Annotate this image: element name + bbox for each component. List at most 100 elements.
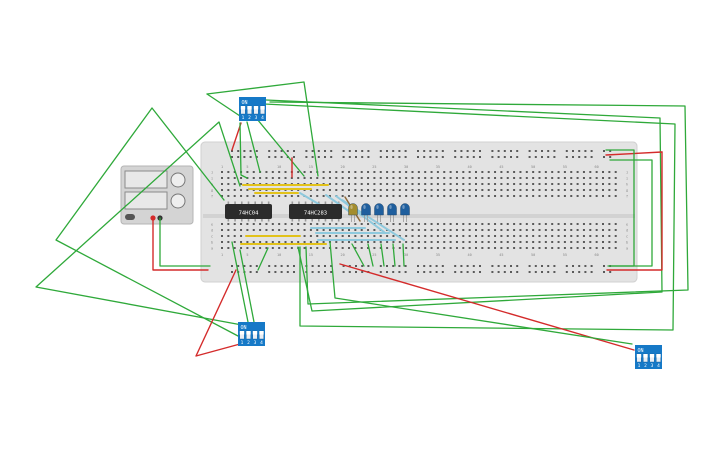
breadboard-hole[interactable]: [398, 195, 401, 197]
breadboard-hole[interactable]: [582, 183, 585, 185]
breadboard-hole[interactable]: [500, 235, 503, 237]
breadboard-hole[interactable]: [500, 247, 503, 249]
breadboard-hole[interactable]: [316, 247, 319, 249]
breadboard-hole[interactable]: [608, 247, 611, 249]
breadboard-hole[interactable]: [398, 229, 401, 231]
breadboard-hole[interactable]: [430, 223, 433, 225]
breadboard-hole[interactable]: [614, 229, 617, 231]
breadboard-hole[interactable]: [595, 183, 598, 185]
breadboard-hole[interactable]: [455, 223, 458, 225]
breadboard-hole[interactable]: [576, 229, 579, 231]
breadboard-hole[interactable]: [455, 241, 458, 243]
rail-hole[interactable]: [268, 150, 271, 152]
breadboard-hole[interactable]: [582, 189, 585, 191]
breadboard-hole[interactable]: [468, 189, 471, 191]
rail-hole[interactable]: [361, 150, 364, 152]
rail-hole[interactable]: [342, 265, 345, 267]
rail-hole[interactable]: [472, 271, 475, 273]
breadboard-hole[interactable]: [481, 183, 484, 185]
rail-hole[interactable]: [311, 156, 314, 158]
breadboard-hole[interactable]: [367, 235, 370, 237]
breadboard-hole[interactable]: [271, 195, 274, 197]
breadboard-hole[interactable]: [614, 223, 617, 225]
rail-hole[interactable]: [429, 265, 432, 267]
breadboard-hole[interactable]: [449, 177, 452, 179]
breadboard-hole[interactable]: [322, 229, 325, 231]
breadboard-hole[interactable]: [246, 189, 249, 191]
rail-hole[interactable]: [454, 271, 457, 273]
breadboard-hole[interactable]: [354, 235, 357, 237]
rail-hole[interactable]: [584, 271, 587, 273]
breadboard-hole[interactable]: [449, 183, 452, 185]
breadboard-hole[interactable]: [430, 189, 433, 191]
breadboard-hole[interactable]: [348, 235, 350, 237]
breadboard-hole[interactable]: [462, 247, 465, 249]
breadboard-hole[interactable]: [284, 171, 287, 173]
breadboard-hole[interactable]: [513, 189, 516, 191]
breadboard-hole[interactable]: [500, 229, 503, 231]
breadboard-hole[interactable]: [246, 247, 249, 249]
breadboard-hole[interactable]: [563, 223, 566, 225]
breadboard-hole[interactable]: [551, 235, 554, 237]
breadboard-hole[interactable]: [322, 177, 325, 179]
rail-hole[interactable]: [609, 271, 612, 273]
breadboard-hole[interactable]: [519, 247, 522, 249]
breadboard-hole[interactable]: [328, 189, 331, 191]
breadboard-hole[interactable]: [252, 195, 255, 197]
breadboard-hole[interactable]: [367, 195, 370, 197]
breadboard-hole[interactable]: [360, 241, 363, 243]
breadboard-hole[interactable]: [468, 183, 471, 185]
rail-hole[interactable]: [398, 271, 401, 273]
breadboard-hole[interactable]: [557, 229, 560, 231]
breadboard-hole[interactable]: [316, 177, 319, 179]
rail-hole[interactable]: [417, 156, 419, 158]
breadboard-hole[interactable]: [379, 235, 382, 237]
rail-hole[interactable]: [280, 156, 283, 158]
rail-hole[interactable]: [237, 150, 240, 152]
rail-hole[interactable]: [317, 156, 320, 158]
breadboard-hole[interactable]: [348, 223, 350, 225]
rail-hole[interactable]: [491, 156, 494, 158]
breadboard-hole[interactable]: [449, 223, 452, 225]
breadboard-hole[interactable]: [240, 229, 243, 231]
breadboard-hole[interactable]: [576, 235, 579, 237]
breadboard-hole[interactable]: [544, 171, 547, 173]
rail-hole[interactable]: [479, 271, 481, 273]
breadboard-hole[interactable]: [398, 235, 401, 237]
rail-hole[interactable]: [516, 156, 519, 158]
breadboard-hole[interactable]: [322, 189, 325, 191]
rail-hole[interactable]: [460, 150, 463, 152]
rail-hole[interactable]: [379, 265, 382, 267]
breadboard-hole[interactable]: [386, 171, 389, 173]
rail-hole[interactable]: [553, 150, 556, 152]
breadboard-hole[interactable]: [259, 177, 262, 179]
breadboard-hole[interactable]: [221, 177, 223, 179]
rail-hole[interactable]: [491, 271, 494, 273]
rail-hole[interactable]: [330, 156, 333, 158]
breadboard-hole[interactable]: [570, 189, 573, 191]
breadboard-hole[interactable]: [455, 183, 458, 185]
breadboard-hole[interactable]: [449, 195, 452, 197]
breadboard-hole[interactable]: [487, 183, 490, 185]
breadboard-hole[interactable]: [360, 235, 363, 237]
breadboard-hole[interactable]: [316, 241, 319, 243]
rail-hole[interactable]: [503, 150, 506, 152]
breadboard-hole[interactable]: [551, 241, 554, 243]
rail-hole[interactable]: [497, 271, 500, 273]
breadboard-hole[interactable]: [589, 223, 592, 225]
rail-hole[interactable]: [565, 156, 568, 158]
breadboard-hole[interactable]: [525, 235, 528, 237]
rail-hole[interactable]: [534, 150, 537, 152]
breadboard-hole[interactable]: [475, 183, 477, 185]
breadboard-hole[interactable]: [544, 235, 547, 237]
rail-hole[interactable]: [503, 271, 506, 273]
rail-hole[interactable]: [249, 271, 252, 273]
breadboard-hole[interactable]: [227, 241, 230, 243]
breadboard-hole[interactable]: [271, 171, 274, 173]
breadboard-hole[interactable]: [379, 241, 382, 243]
breadboard-hole[interactable]: [525, 189, 528, 191]
rail-hole[interactable]: [231, 271, 233, 273]
breadboard-hole[interactable]: [335, 235, 338, 237]
breadboard-hole[interactable]: [233, 241, 236, 243]
rail-hole[interactable]: [367, 156, 370, 158]
